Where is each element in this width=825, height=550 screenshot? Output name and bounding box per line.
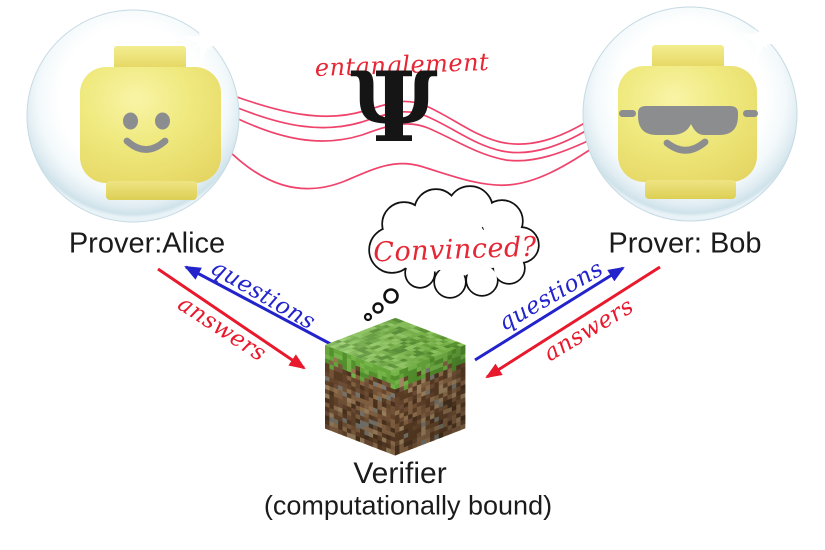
alice-smile (123, 137, 169, 153)
answers-arrow-right (485, 265, 661, 379)
sparkle-icon (183, 19, 227, 63)
wavy-entanglement-lines (225, 95, 592, 190)
prover-alice-figure (26, 9, 240, 223)
minecraft-grass-block (325, 317, 466, 456)
psi-symbol: Ψ (350, 50, 438, 164)
lego-head-bob-icon (618, 45, 758, 199)
prover-bob-figure (582, 6, 798, 222)
verifier-note-label: (computationally bound) (263, 490, 553, 521)
alice-eye-left (123, 112, 138, 130)
questions-arrow-right (474, 266, 625, 362)
prover-alice-label: Prover:Alice (68, 227, 226, 260)
message-arrows (157, 265, 661, 379)
prover-bob-label: Prover: Bob (608, 227, 762, 260)
sunglasses-icon (619, 106, 758, 135)
answers-arrow-left (157, 267, 306, 370)
questions-arrow-left (184, 265, 341, 351)
lego-head-alice-icon (80, 46, 221, 200)
verifier-label: Verifier (353, 457, 447, 490)
sparkle-icon (739, 17, 783, 61)
convinced-label: Convinced? (372, 231, 538, 269)
thought-bubble-icon (363, 185, 540, 322)
bob-smile (663, 138, 709, 154)
alice-eye-right (155, 112, 170, 130)
